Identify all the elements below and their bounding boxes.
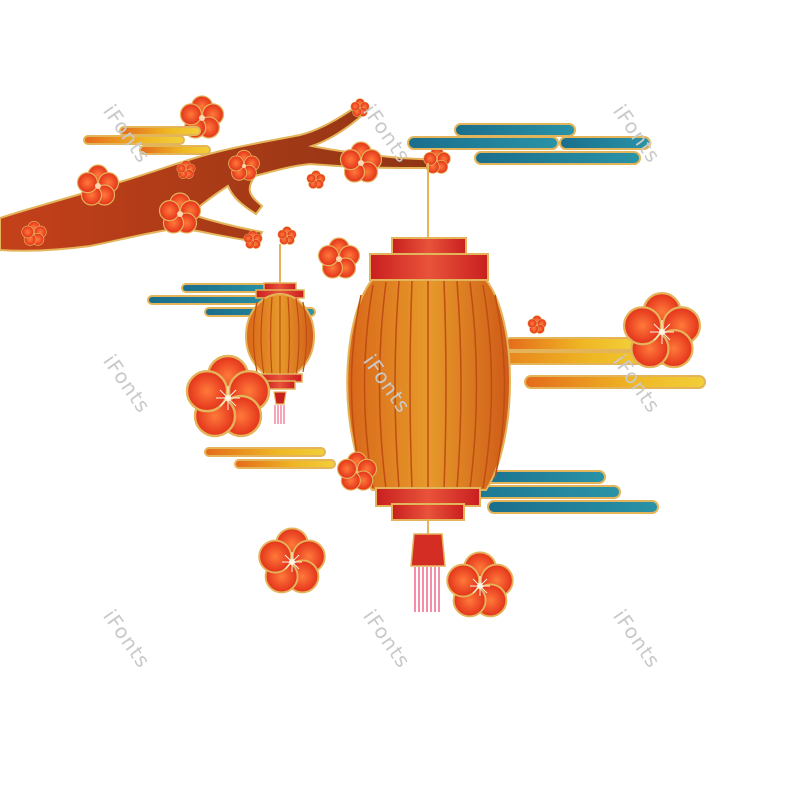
plum-branch-icon <box>0 102 441 252</box>
small-lantern-icon <box>245 244 315 424</box>
large-lantern-icon <box>346 163 511 612</box>
